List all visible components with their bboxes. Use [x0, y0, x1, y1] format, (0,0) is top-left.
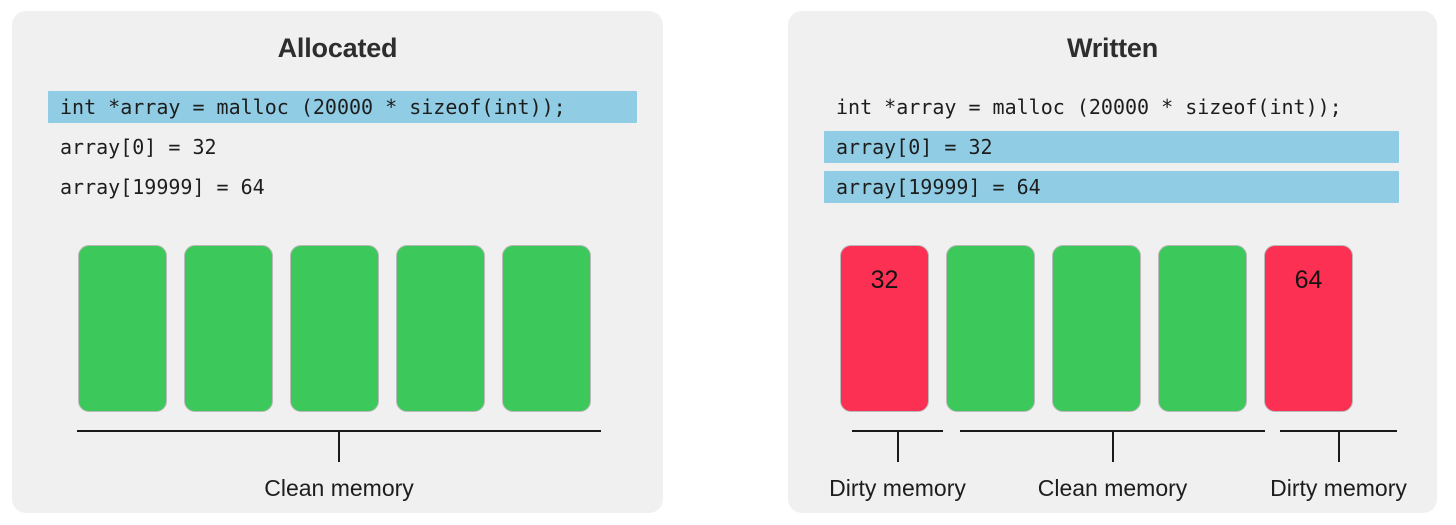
bracket-tick	[1111, 430, 1114, 462]
memory-block	[78, 245, 167, 412]
bracket-tick	[1337, 430, 1340, 462]
code-line-malloc: int *array = malloc (20000 * sizeof(int)…	[48, 91, 637, 123]
memory-block	[946, 245, 1035, 412]
bracket-label: Dirty memory	[1270, 475, 1407, 501]
memory-block	[502, 245, 591, 412]
code-line-write-first: array[0] = 32	[60, 135, 217, 159]
code-listing-allocated: int *array = malloc (20000 * sizeof(int)…	[48, 91, 637, 211]
code-line-write-last: array[19999] = 64	[60, 175, 265, 199]
code-listing-written: int *array = malloc (20000 * sizeof(int)…	[824, 91, 1399, 211]
bracket-label: Dirty memory	[829, 475, 966, 501]
bracket-dirty-memory-last: Dirty memory	[1270, 430, 1407, 501]
panel-title-allocated: Allocated	[277, 33, 398, 63]
bracket-label: Clean memory	[1037, 475, 1188, 501]
bracket-clean-memory: Clean memory	[77, 430, 601, 501]
code-line-malloc: int *array = malloc (20000 * sizeof(int)…	[836, 95, 1342, 119]
bracket-dirty-memory-first: Dirty memory	[829, 430, 966, 501]
memory-block-value: 32	[870, 266, 899, 294]
memory-block: 32	[840, 245, 929, 412]
memory-block-value: 64	[1294, 266, 1323, 294]
bracket-clean-memory: Clean memory	[960, 430, 1265, 501]
bracket-label: Clean memory	[264, 475, 414, 501]
memory-block	[1158, 245, 1247, 412]
bracket-tick	[896, 430, 899, 462]
code-line-write-last: array[19999] = 64	[824, 171, 1399, 203]
memory-block	[396, 245, 485, 412]
memory-block	[184, 245, 273, 412]
panel-allocated: Allocated int *array = malloc (20000 * s…	[12, 11, 663, 513]
memory-block	[290, 245, 379, 412]
bracket-tick	[338, 430, 340, 462]
code-line-write-first: array[0] = 32	[824, 131, 1399, 163]
panel-written: Written int *array = malloc (20000 * siz…	[788, 11, 1437, 513]
memory-block: 64	[1264, 245, 1353, 412]
memory-block	[1052, 245, 1141, 412]
panel-title-written: Written	[1066, 33, 1159, 63]
